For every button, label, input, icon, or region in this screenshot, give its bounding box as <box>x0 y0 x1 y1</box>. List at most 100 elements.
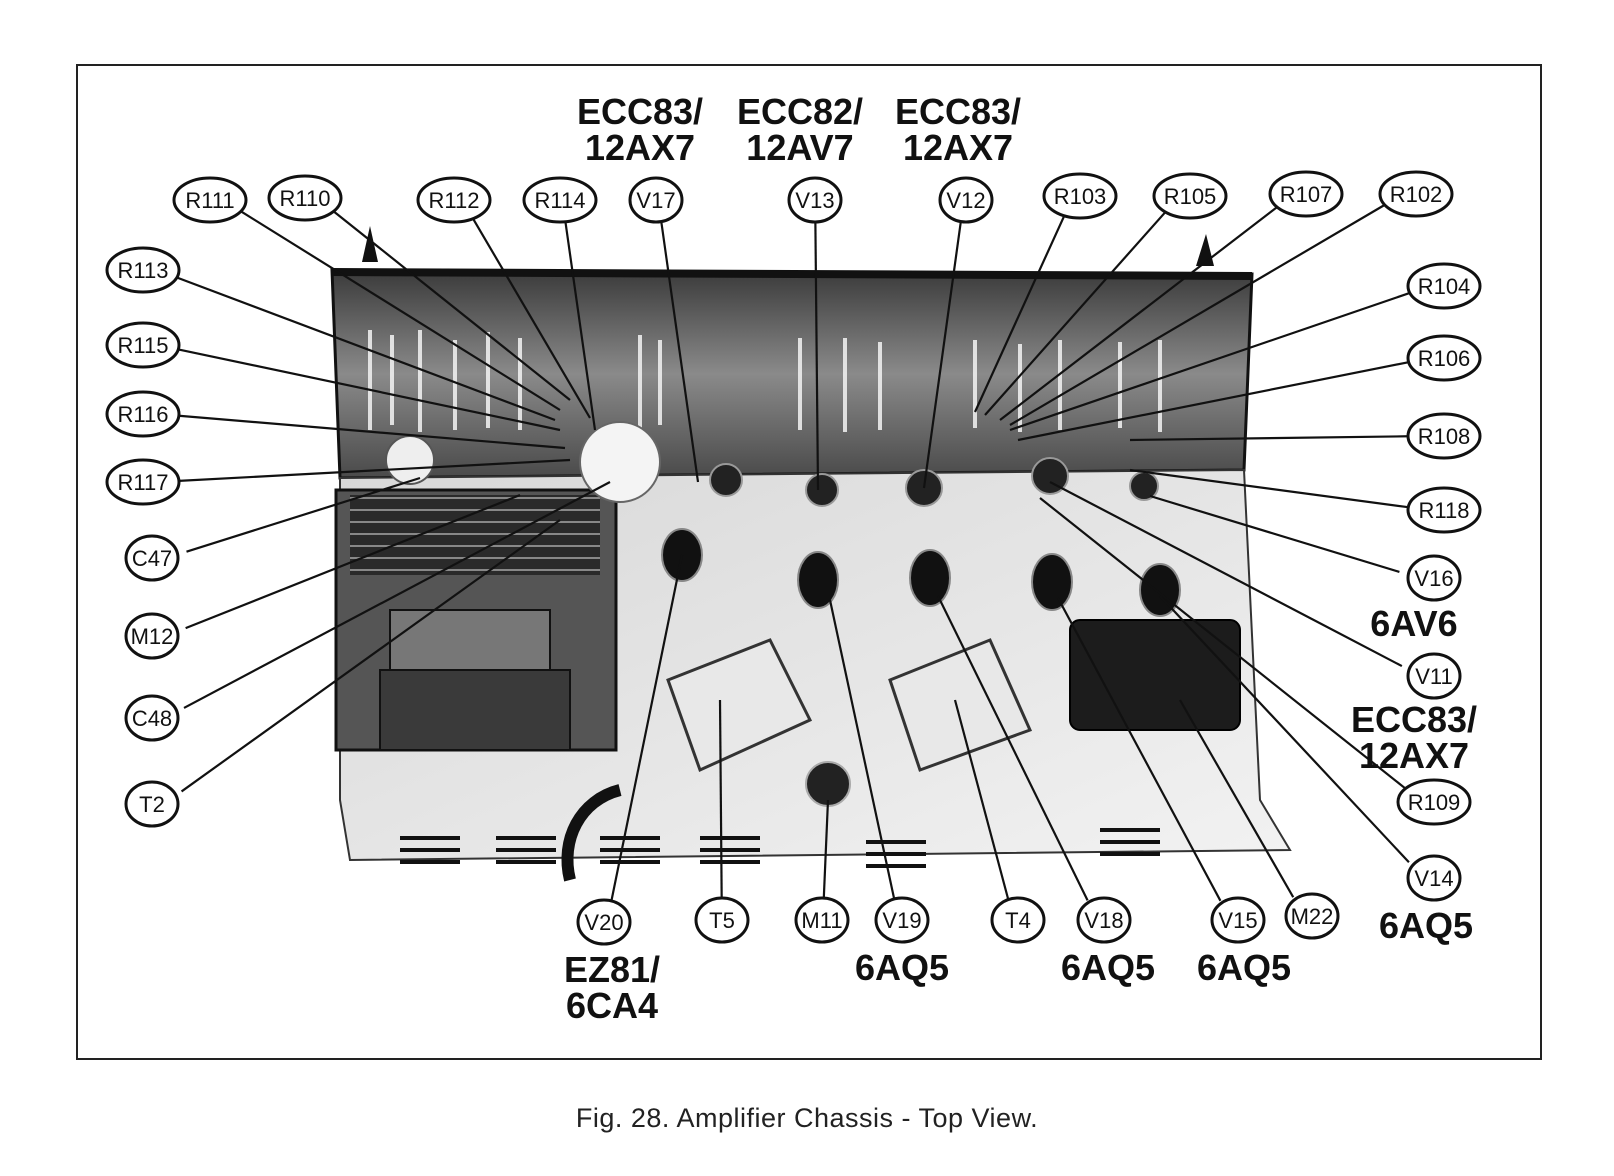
leader-line-t2 <box>180 519 561 793</box>
callout-label: C48 <box>132 706 172 731</box>
leader-line-v17 <box>660 221 700 483</box>
leader-line-v12 <box>922 221 962 489</box>
callout-label: R116 <box>118 402 169 427</box>
callout-r108: R108 <box>1406 412 1482 460</box>
potentiometer-m11 <box>805 761 851 807</box>
tube-type-labels: ECC83/12AX7ECC82/12AV7ECC83/12AX76AV6ECC… <box>564 91 1477 1026</box>
callout-label: R107 <box>1280 182 1333 207</box>
callout-v20: V20 <box>576 898 632 946</box>
callout-m11: M11 <box>794 896 850 944</box>
callout-label: R117 <box>118 470 169 495</box>
leader-line-v18 <box>937 595 1089 901</box>
filter-capacitor <box>579 421 661 503</box>
leader-line-v14 <box>1159 595 1410 863</box>
leader-line-v15 <box>1057 597 1222 902</box>
callout-bubble <box>105 321 181 369</box>
leader-line-v16 <box>1149 494 1400 573</box>
leader-lines <box>176 203 1411 902</box>
tube-type-v17-line: 12AX7 <box>585 127 695 168</box>
leader-line-c47 <box>186 476 421 553</box>
callout-m22: M22 <box>1284 892 1340 940</box>
callout-bubble <box>794 896 850 944</box>
callout-r102: R102 <box>1378 170 1454 218</box>
leader-line-r113 <box>176 276 556 422</box>
callout-r111: R111 <box>172 176 248 224</box>
callout-r110: R110 <box>267 174 343 222</box>
callout-label: R112 <box>429 188 480 213</box>
callout-bubble <box>1396 778 1472 826</box>
leader-line-v20 <box>610 554 684 901</box>
callout-label: V19 <box>882 908 921 933</box>
callout-bubble <box>576 898 632 946</box>
callout-label: V15 <box>1218 908 1257 933</box>
callout-bubble <box>416 176 492 224</box>
callout-bubble <box>1406 262 1482 310</box>
callout-bubble <box>105 390 181 438</box>
callout-label: R108 <box>1418 424 1471 449</box>
chassis-rear-panel <box>330 268 1254 480</box>
dark-component-m22 <box>1069 619 1241 731</box>
callout-r104: R104 <box>1406 262 1482 310</box>
callout-bubble <box>124 612 180 660</box>
leader-line-t4 <box>953 699 1010 900</box>
callout-bubble <box>267 174 343 222</box>
leader-line-r102 <box>1009 203 1386 426</box>
callout-bubble <box>1406 334 1482 382</box>
callout-label: M12 <box>131 624 174 649</box>
leader-line-r108 <box>1129 435 1409 442</box>
leader-line-r103 <box>973 215 1066 413</box>
callout-label: R111 <box>185 188 234 213</box>
callout-label: V13 <box>795 188 834 213</box>
callout-bubble <box>124 780 180 828</box>
chassis-photo <box>330 226 1292 882</box>
leader-line-r111 <box>240 210 561 411</box>
callout-label: R103 <box>1054 184 1107 209</box>
callout-label: M11 <box>801 908 842 933</box>
callout-label: M22 <box>1291 904 1334 929</box>
callout-r113: R113 <box>105 246 181 294</box>
leader-line-c48 <box>183 481 611 709</box>
tube-type-v20-line: EZ81/ <box>564 949 660 990</box>
tube-type-v11-line: 12AX7 <box>1359 735 1469 776</box>
leader-line-r109 <box>1039 497 1407 790</box>
callout-r109: R109 <box>1396 778 1472 826</box>
callout-r118: R118 <box>1406 486 1482 534</box>
callout-bubble <box>694 896 750 944</box>
tube-type-v12-line: ECC83/ <box>895 91 1021 132</box>
callout-r114: R114 <box>522 176 598 224</box>
callout-bubble <box>1378 170 1454 218</box>
callout-bubble <box>990 896 1046 944</box>
rear-panel-top-edge <box>331 268 1253 280</box>
callout-bubble <box>1406 854 1462 902</box>
callout-bubble <box>172 176 248 224</box>
callout-v12: V12 <box>938 176 994 224</box>
callout-label: R102 <box>1390 182 1443 207</box>
callout-label: R109 <box>1408 790 1461 815</box>
callout-label: T5 <box>709 908 735 933</box>
leader-line-v13 <box>814 221 820 491</box>
tube-type-v17-line: ECC83/ <box>577 91 703 132</box>
tube-type-v12-line: 12AX7 <box>903 127 1013 168</box>
callout-r103: R103 <box>1042 172 1118 220</box>
callout-bubble <box>1268 170 1344 218</box>
callout-t2: T2 <box>124 780 180 828</box>
callout-label: C47 <box>132 546 172 571</box>
tube-type-v16-line: 6AV6 <box>1370 603 1457 644</box>
callout-v16: V16 <box>1406 554 1462 602</box>
callout-v18: V18 <box>1076 896 1132 944</box>
callout-c48: C48 <box>124 694 180 742</box>
callout-bubble <box>628 176 684 224</box>
callout-c47: C47 <box>124 534 180 582</box>
callout-v15: V15 <box>1210 896 1266 944</box>
callout-label: V14 <box>1414 866 1453 891</box>
left-mounting-tab <box>362 226 378 262</box>
output-tubes <box>661 528 1181 617</box>
callout-v13: V13 <box>787 176 843 224</box>
callout-label: R115 <box>118 333 169 358</box>
callout-r107: R107 <box>1268 170 1344 218</box>
callout-bubble <box>124 534 180 582</box>
leader-line-m11 <box>822 799 830 899</box>
callout-bubble <box>1406 412 1482 460</box>
